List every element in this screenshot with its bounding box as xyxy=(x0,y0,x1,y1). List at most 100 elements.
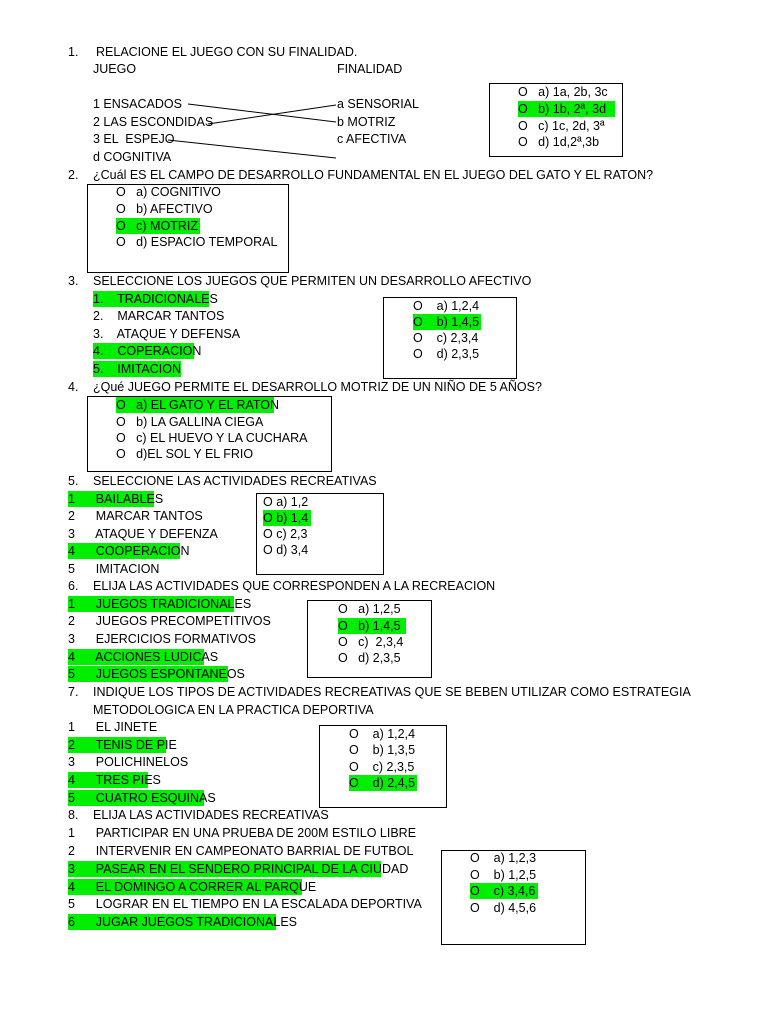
q7-item: 2 TENIS DE PIE xyxy=(68,737,177,753)
q6-option-selected[interactable]: O b) 1,4,5 xyxy=(338,618,406,634)
q1-left-item: 3 EL ESPEJO xyxy=(93,132,175,146)
q1-col-left-header: JUEGO xyxy=(93,62,137,76)
q1-right-item: b MOTRIZ xyxy=(337,115,396,129)
q6-option[interactable]: O d) 2,3,5 xyxy=(338,650,401,666)
q7-option-selected[interactable]: O d) 2,4,5 xyxy=(349,775,417,791)
radio-mark: O xyxy=(116,219,126,233)
option-text: a) EL GATO Y EL RATON xyxy=(136,398,280,412)
q7-option[interactable]: O c) 2,3,5 xyxy=(349,759,414,775)
q3-option[interactable]: O d) 2,3,5 xyxy=(413,346,479,362)
q1-prompt: RELACIONE EL JUEGO CON SU FINALIDAD. xyxy=(96,45,358,59)
q4-option[interactable]: O c) EL HUEVO Y LA CUCHARA xyxy=(116,430,308,446)
q6-option[interactable]: O c) 2,3,4 xyxy=(338,634,403,650)
option-text: c) 2,3,5 xyxy=(372,760,415,774)
option-text: d) 3,4 xyxy=(276,543,309,557)
q3-option-selected[interactable]: O b) 1,4,5 xyxy=(413,314,481,330)
q7-option[interactable]: O a) 1,2,4 xyxy=(349,726,415,742)
q1-option-selected[interactable]: O b) 1b, 2ª, 3d xyxy=(518,101,615,117)
q1-number: 1. xyxy=(68,45,79,59)
option-text: a) 1a, 2b, 3c xyxy=(538,85,608,99)
q5-item: 4 COOPERACION xyxy=(68,543,190,559)
q3-item: 2. MARCAR TANTOS xyxy=(93,309,225,323)
radio-mark: O xyxy=(413,331,423,345)
q4-option-selected[interactable]: O a) EL GATO Y EL RATON xyxy=(116,397,279,413)
q4-option[interactable]: O d)EL SOL Y EL FRIO xyxy=(116,446,253,462)
q6-options-box xyxy=(307,600,432,678)
q5-options-box xyxy=(256,493,384,575)
q1-options-box xyxy=(489,83,623,157)
q8-option[interactable]: O b) 1,2,5 xyxy=(470,867,536,883)
q2-option[interactable]: O a) COGNITIVO xyxy=(116,184,221,200)
radio-mark: O xyxy=(116,447,126,461)
q3-item: 5. IMITACION xyxy=(93,361,181,377)
radio-mark: O xyxy=(413,347,423,361)
option-text: c) 1c, 2d, 3ª xyxy=(538,119,605,133)
radio-mark: O xyxy=(413,299,423,313)
q8-item: 1 PARTICIPAR EN UNA PRUEBA DE 200M ESTIL… xyxy=(68,826,417,840)
radio-mark: O xyxy=(470,868,480,882)
q3-number: 3. xyxy=(68,274,79,288)
q2-option[interactable]: O b) AFECTIVO xyxy=(116,201,213,217)
match-line xyxy=(207,104,337,125)
radio-mark: O xyxy=(349,760,359,774)
radio-mark: O xyxy=(470,884,480,898)
radio-mark: O xyxy=(518,135,528,149)
q4-option[interactable]: O b) LA GALLINA CIEGA xyxy=(116,414,263,430)
option-text: a) 1,2 xyxy=(276,495,309,509)
option-text: d) 1d,2ª,3b xyxy=(538,135,600,149)
q7-prompt: INDIQUE LOS TIPOS DE ACTIVIDADES RECREAT… xyxy=(93,685,691,699)
q5-prompt: SELECCIONE LAS ACTIVIDADES RECREATIVAS xyxy=(93,474,377,488)
q1-option[interactable]: O d) 1d,2ª,3b xyxy=(518,134,599,150)
q3-option[interactable]: O a) 1,2,4 xyxy=(413,298,479,314)
q4-number: 4. xyxy=(68,380,79,394)
option-text: a) 1,2,3 xyxy=(493,851,537,865)
q8-item: 6 JUGAR JUEGOS TRADICIONALES xyxy=(68,914,297,930)
match-line xyxy=(187,103,337,123)
q8-option[interactable]: O d) 4,5,6 xyxy=(470,900,536,916)
q5-option[interactable]: O a) 1,2 xyxy=(263,494,308,510)
radio-mark: O xyxy=(116,431,126,445)
radio-mark: O xyxy=(338,635,348,649)
q3-prompt: SELECCIONE LOS JUEGOS QUE PERMITEN UN DE… xyxy=(93,274,532,288)
q1-left-item: d COGNITIVA xyxy=(93,150,172,164)
q3-option[interactable]: O c) 2,3,4 xyxy=(413,330,478,346)
q3-item: 1. TRADICIONALES xyxy=(93,291,218,307)
option-text: b) 1,2,5 xyxy=(493,868,537,882)
q2-option-selected[interactable]: O c) MOTRIZ xyxy=(116,218,200,234)
option-text: b) LA GALLINA CIEGA xyxy=(136,415,264,429)
q5-option-selected[interactable]: O b) 1,4 xyxy=(263,510,311,526)
q7-number: 7. xyxy=(68,685,79,699)
q1-option[interactable]: O a) 1a, 2b, 3c xyxy=(518,84,608,100)
option-text: b) 1b, 2ª, 3d xyxy=(538,102,607,116)
option-text: a) COGNITIVO xyxy=(136,185,221,199)
q7-prompt-line2: METODOLOGICA EN LA PRACTICA DEPORTIVA xyxy=(93,703,374,717)
q1-option[interactable]: O c) 1c, 2d, 3ª xyxy=(518,118,605,134)
q5-option[interactable]: O d) 3,4 xyxy=(263,542,308,558)
q1-right-item: c AFECTIVA xyxy=(337,132,407,146)
option-text: a) 1,2,5 xyxy=(358,602,401,616)
q5-item: 1 BAILABLES xyxy=(68,491,164,507)
q2-number: 2. xyxy=(68,168,79,182)
option-text: b) 1,4 xyxy=(276,511,309,525)
option-text: d) ESPACIO TEMPORAL xyxy=(136,235,278,249)
q7-option[interactable]: O b) 1,3,5 xyxy=(349,742,415,758)
option-text: c) 2,3 xyxy=(276,527,308,541)
radio-mark: O xyxy=(338,651,348,665)
radio-mark: O xyxy=(263,527,273,541)
q8-option-selected[interactable]: O c) 3,4,6 xyxy=(470,883,538,899)
q8-option[interactable]: O a) 1,2,3 xyxy=(470,850,536,866)
q8-options-box xyxy=(441,850,586,945)
q7-item: 4 TRES PIES xyxy=(68,772,161,788)
q2-option[interactable]: O d) ESPACIO TEMPORAL xyxy=(116,234,277,250)
radio-mark: O xyxy=(338,602,348,616)
radio-mark: O xyxy=(349,776,359,790)
option-text: a) 1,2,4 xyxy=(372,727,416,741)
option-text: c) EL HUEVO Y LA CUCHARA xyxy=(136,431,308,445)
q5-option[interactable]: O c) 2,3 xyxy=(263,526,307,542)
q5-number: 5. xyxy=(68,474,79,488)
q7-item: 1 EL JINETE xyxy=(68,720,158,734)
q6-prompt: ELIJA LAS ACTIVIDADES QUE CORRESPONDEN A… xyxy=(93,579,496,593)
radio-mark: O xyxy=(470,851,480,865)
q6-option[interactable]: O a) 1,2,5 xyxy=(338,601,401,617)
